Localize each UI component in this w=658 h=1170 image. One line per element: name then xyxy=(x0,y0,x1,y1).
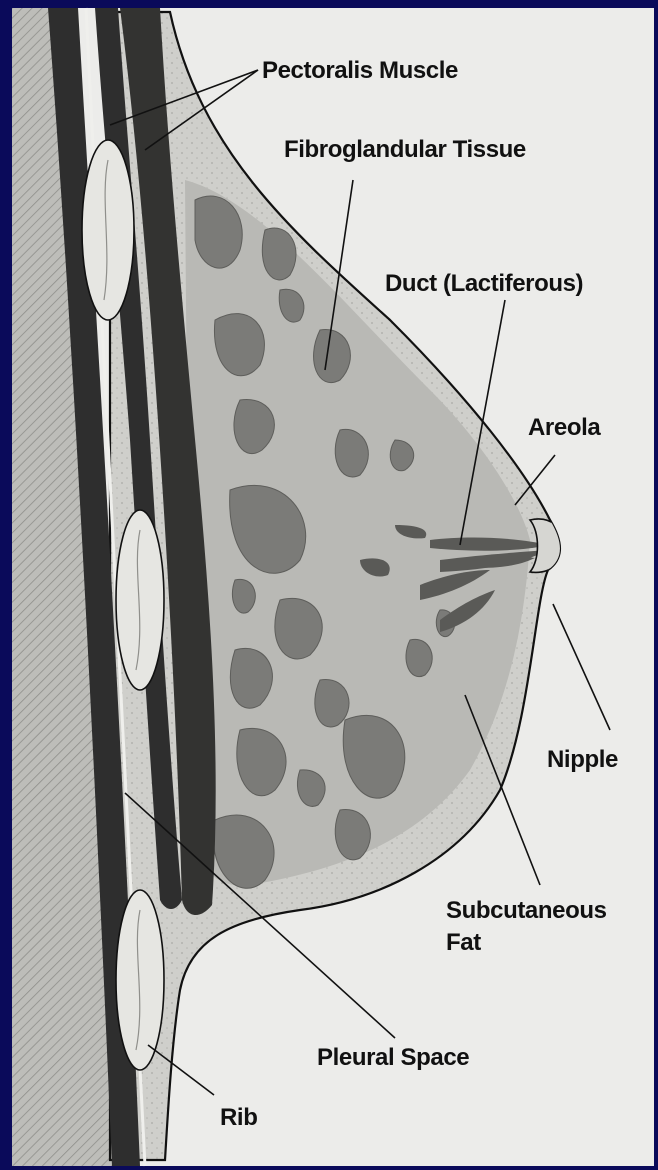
label-areola: Areola xyxy=(528,414,601,441)
label-fat: Fat xyxy=(446,929,481,956)
label-pectoralis-muscle: Pectoralis Muscle xyxy=(262,57,458,84)
label-subcutaneous: Subcutaneous xyxy=(446,897,607,924)
label-pleural-space: Pleural Space xyxy=(317,1044,469,1071)
label-rib: Rib xyxy=(220,1104,257,1131)
label-nipple: Nipple xyxy=(547,746,618,773)
label-fibroglandular-tissue: Fibroglandular Tissue xyxy=(284,136,526,163)
label-duct-lactiferous: Duct (Lactiferous) xyxy=(385,270,583,297)
